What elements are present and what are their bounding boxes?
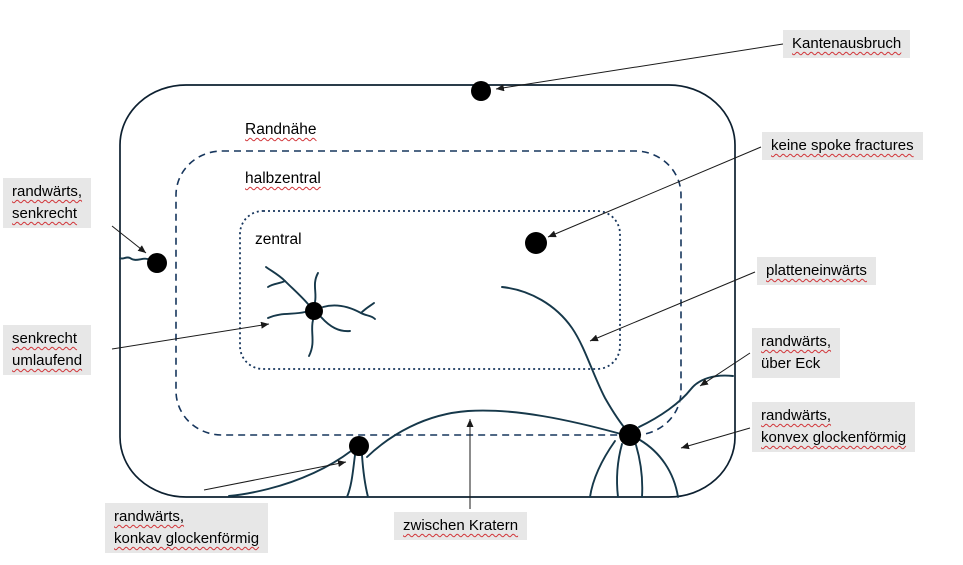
crack-group (119, 256, 734, 498)
between-craters-crack (366, 409, 622, 458)
callout-senkrecht-umlaufend: senkrecht umlaufend (3, 325, 92, 375)
near-edge-crater-dot (147, 253, 167, 273)
convex-bell-crater-dot (619, 424, 641, 446)
callout-senkrecht-umlaufend-line2: umlaufend (12, 352, 83, 369)
region-label-zentral-text: zentral (255, 231, 302, 248)
region-label-randnaehe: Randnähe (245, 120, 317, 140)
zentral-boundary (239, 210, 621, 370)
arrow-randwaerts-konkav (203, 460, 347, 491)
callout-platteneinwaerts-text: platteneinwärts (766, 262, 867, 279)
spoke-crack-lower-right (320, 316, 351, 333)
plate-outline (119, 84, 736, 498)
callout-randwaerts-senkrecht-line2: senkrecht (12, 205, 78, 222)
arrow-randwaerts-senkrecht (111, 225, 147, 254)
region-label-zentral: zentral (255, 230, 302, 250)
region-label-halbzentral: halbzentral (245, 169, 321, 189)
callout-randwaerts-konkav-line1: randwärts, (114, 508, 185, 525)
arrow-senkrecht-umlaufend (111, 321, 270, 350)
callout-randwaerts-ueber-eck: randwärts, über Eck (752, 328, 841, 378)
callout-platteneinwaerts: platteneinwärts (757, 257, 876, 285)
callout-randwaerts-konvex-line2: konvex glockenförmig (761, 429, 907, 446)
convex-bell-crack-1 (589, 440, 616, 498)
concave-bell-stem-right-crack (361, 454, 369, 498)
callout-randwaerts-konvex: randwärts, konvex glockenförmig (752, 402, 916, 452)
no-spoke-crater-dot (525, 232, 547, 254)
crater-group (147, 81, 641, 456)
callout-randwaerts-senkrecht-line1: randwärts, (12, 183, 83, 200)
region-label-halbzentral-text: halbzentral (245, 170, 321, 187)
callout-senkrecht-umlaufend-line1: senkrecht (12, 330, 78, 347)
concave-bell-stem-left-crack (346, 454, 356, 498)
callout-kantenausbruch: Kantenausbruch (783, 30, 911, 58)
spoke-crack-down (308, 319, 314, 357)
callout-kantenausbruch-text: Kantenausbruch (792, 35, 902, 52)
edge-perpendicular-crack (119, 256, 151, 261)
edge-chip-crater-dot (471, 81, 491, 101)
callout-randwaerts-konkav: randwärts, konkav glockenförmig (105, 503, 269, 553)
arrow-keine-spoke-fractures (547, 146, 762, 238)
convex-bell-crack-4 (639, 439, 679, 498)
spoke-crater-dot (305, 302, 323, 320)
callout-keine-spoke-fractures-text: keine spoke fractures (771, 137, 914, 154)
callout-randwaerts-ueber-eck-line1: randwärts, (761, 333, 832, 350)
platteneinwaerts-crack (501, 286, 629, 433)
region-label-randnaehe-text: Randnähe (245, 121, 317, 138)
spoke-crack-left (267, 311, 306, 319)
arrow-randwaerts-ueber-eck (699, 352, 751, 387)
convex-bell-crack-3 (635, 444, 644, 498)
arrow-kantenausbruch (495, 43, 784, 92)
spoke-crack-upper-left-fork (267, 280, 286, 288)
callout-randwaerts-konvex-line1: randwärts, (761, 407, 832, 424)
concave-bell-crater-dot (349, 436, 369, 456)
callout-arrow-group (111, 43, 784, 509)
halbzentral-boundary (175, 150, 682, 436)
callout-randwaerts-konkav-line2: konkav glockenförmig (114, 530, 260, 547)
arrow-randwaerts-konvex (680, 427, 751, 450)
callout-zwischen-kratern: zwischen Kratern (394, 512, 528, 540)
spoke-crack-right-fork (360, 302, 375, 314)
spoke-crack-up (313, 272, 319, 303)
arrow-platteneinwaerts (589, 271, 756, 342)
callout-zwischen-kratern-text: zwischen Kratern (403, 517, 519, 534)
concave-bell-left-sweep-crack (228, 450, 352, 497)
convex-bell-crack-2 (616, 443, 623, 498)
callout-randwaerts-senkrecht: randwärts, senkrecht (3, 178, 92, 228)
callout-randwaerts-ueber-eck-line2: über Eck (761, 355, 821, 372)
over-corner-crack (638, 374, 734, 428)
callout-keine-spoke-fractures: keine spoke fractures (762, 132, 923, 160)
